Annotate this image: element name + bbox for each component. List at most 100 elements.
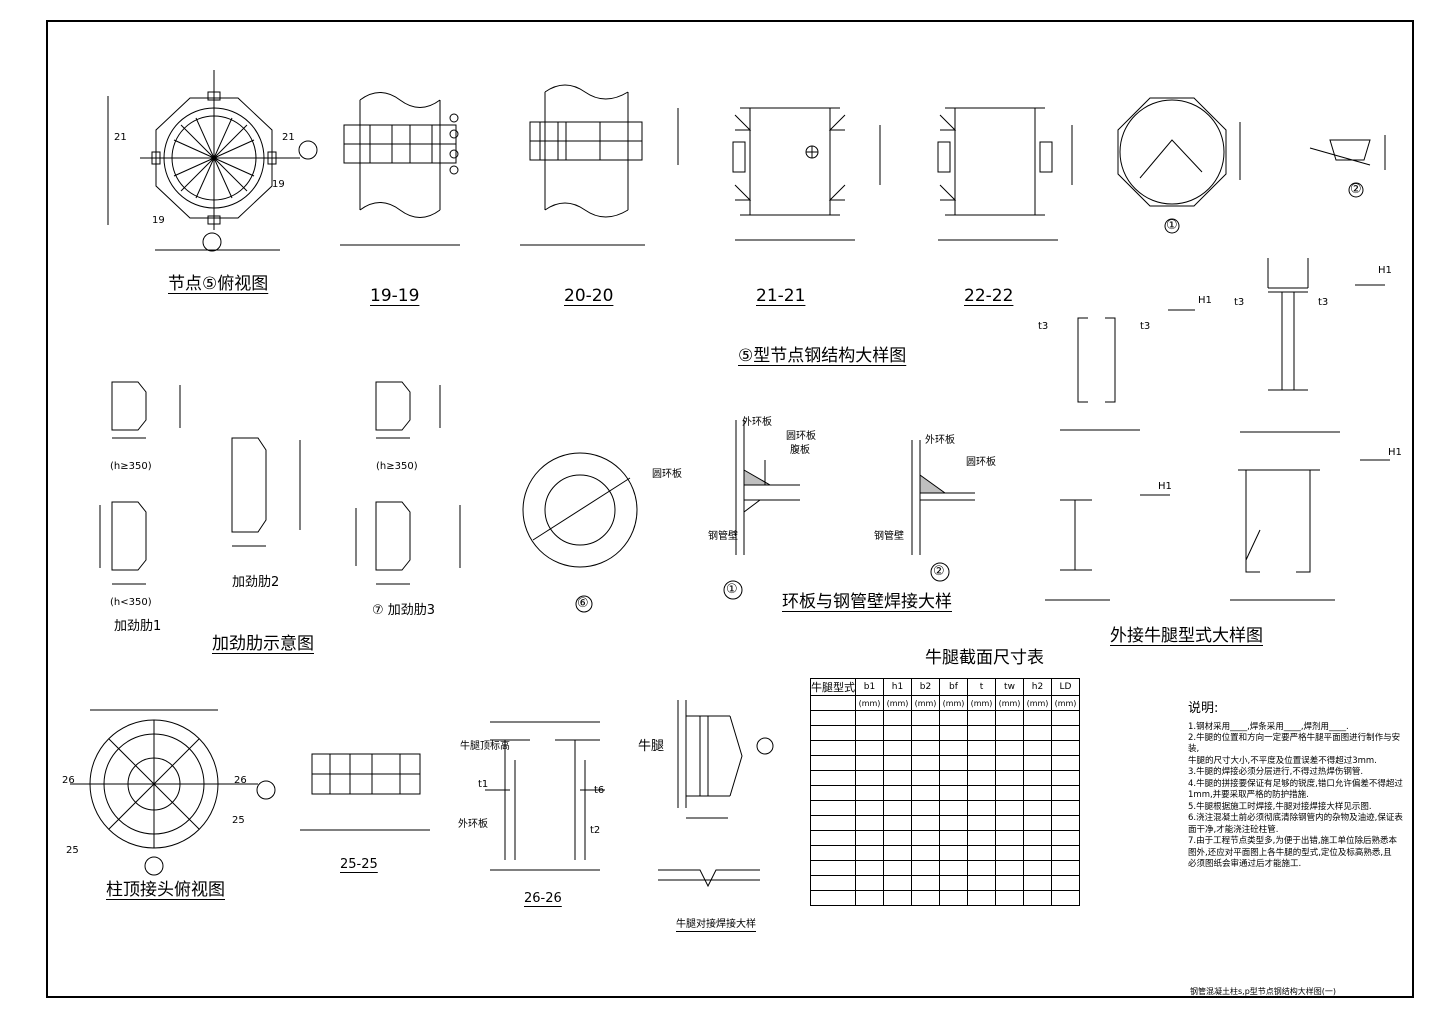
label-circle-2: ② xyxy=(1350,182,1362,197)
node5-top-view xyxy=(108,70,317,251)
table-header-cell: LD xyxy=(1051,678,1080,696)
label-rib2: 加劲肋2 xyxy=(232,575,280,590)
table-unit-cell: (mm) xyxy=(911,695,940,711)
table-cell xyxy=(855,725,884,741)
table-cell xyxy=(911,785,940,801)
label-h350c: (h≥350) xyxy=(376,461,418,472)
table-cell xyxy=(1023,710,1052,726)
label-h1-c: H1 xyxy=(1158,481,1172,492)
table-cell xyxy=(995,755,1024,771)
label-outer-ring-b: 外环板 xyxy=(925,435,955,446)
label-t2: t2 xyxy=(590,825,601,836)
table-cell xyxy=(883,755,912,771)
table-cell xyxy=(855,770,884,786)
table-cell xyxy=(883,890,912,906)
title-section-26-26: 26-26 xyxy=(524,891,562,906)
table-cell xyxy=(967,785,996,801)
table-cell xyxy=(911,770,940,786)
table-cell xyxy=(1023,785,1052,801)
table-cell xyxy=(1051,890,1080,906)
table-cell xyxy=(939,755,968,771)
label-circle-2b: ② xyxy=(933,564,945,579)
table-cell xyxy=(883,875,912,891)
title-corbel-butt: 牛腿对接焊接大样 xyxy=(676,919,756,930)
drawing-frame xyxy=(46,20,1414,998)
table-cell xyxy=(967,800,996,816)
table-cell xyxy=(1023,740,1052,756)
label-circle-1: ① xyxy=(1166,218,1178,233)
title-ring-weld: 环板与钢管壁焊接大样 xyxy=(782,592,952,612)
title-corbel-detail: 外接牛腿型式大样图 xyxy=(1110,626,1263,646)
table-cell xyxy=(995,800,1024,816)
table-unit-cell: (mm) xyxy=(883,695,912,711)
table-unit-cell: (mm) xyxy=(1023,695,1052,711)
table-cell xyxy=(810,755,856,771)
title-main: ⑤型节点钢结构大样图 xyxy=(738,346,907,366)
table-unit-cell: (mm) xyxy=(1051,695,1080,711)
table-cell xyxy=(810,890,856,906)
table-cell xyxy=(939,710,968,726)
table-cell xyxy=(911,725,940,741)
table-cell xyxy=(1051,755,1080,771)
table-cell xyxy=(1051,710,1080,726)
label-21-left: 21 xyxy=(114,132,127,143)
table-cell xyxy=(1023,725,1052,741)
label-19: 19 xyxy=(272,179,285,190)
table-cell xyxy=(1023,800,1052,816)
table-cell xyxy=(855,785,884,801)
label-corbel-top: 牛腿顶标高 xyxy=(460,741,510,752)
table-cell xyxy=(967,890,996,906)
ring-weld-details xyxy=(724,420,975,599)
table-cell xyxy=(855,845,884,861)
table-cell xyxy=(810,785,856,801)
table-cell xyxy=(810,815,856,831)
table-cell xyxy=(1051,770,1080,786)
table-row xyxy=(810,755,1080,771)
table-header-cell: 牛腿型式 xyxy=(810,678,856,696)
label-outer-ring-c: 外环板 xyxy=(458,819,488,830)
table-cell xyxy=(967,845,996,861)
table-cell xyxy=(1023,815,1052,831)
table-cell xyxy=(855,755,884,771)
table-cell xyxy=(810,860,856,876)
table-cell xyxy=(855,890,884,906)
label-ring-plate-c: 圆环板 xyxy=(966,457,996,468)
table-cell xyxy=(995,725,1024,741)
table-cell xyxy=(967,725,996,741)
note-line: 1mm,并要采取严格的防护措施. xyxy=(1188,790,1309,801)
label-h1-a: H1 xyxy=(1198,295,1212,306)
table-cell xyxy=(810,770,856,786)
table-cell xyxy=(995,860,1024,876)
table-unit-cell: (mm) xyxy=(967,695,996,711)
notes-block: 说明: 1.钢材采用____,焊条采用____,焊剂用____.2.牛腿的位置和… xyxy=(1188,700,1403,871)
label-25-left: 25 xyxy=(66,845,79,856)
table-header-cell: tw xyxy=(995,678,1024,696)
title-rib-diagram: 加劲肋示意图 xyxy=(212,634,314,654)
section-21-21 xyxy=(733,108,880,240)
table-cell xyxy=(939,740,968,756)
section-26-26 xyxy=(485,722,605,870)
table-cell xyxy=(967,710,996,726)
table-row xyxy=(810,710,1080,726)
table-cell xyxy=(855,815,884,831)
table-cell xyxy=(939,800,968,816)
note-line: 1.钢材采用____,焊条采用____,焊剂用____. xyxy=(1188,721,1349,732)
table-cell xyxy=(1051,875,1080,891)
table-cell xyxy=(939,890,968,906)
table-row xyxy=(810,860,1080,876)
table-cell xyxy=(939,875,968,891)
table-cell xyxy=(1023,860,1052,876)
table-cell xyxy=(911,800,940,816)
table-cell xyxy=(995,845,1024,861)
table-row xyxy=(810,785,1080,801)
table-cell xyxy=(911,740,940,756)
table-unit-cell: (mm) xyxy=(939,695,968,711)
table-cell xyxy=(1023,755,1052,771)
table-cell xyxy=(995,770,1024,786)
note-line: 7.由于工程节点类型多,为便于出错,施工单位除后熟悉本 xyxy=(1188,836,1398,847)
column-top-view xyxy=(70,710,275,875)
label-web-plate: 腹板 xyxy=(790,445,810,456)
table-cell xyxy=(995,815,1024,831)
